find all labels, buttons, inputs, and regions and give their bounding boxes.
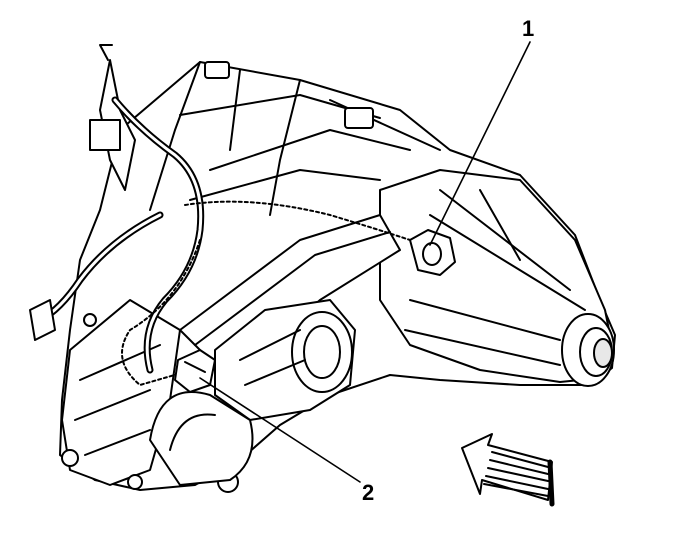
housing-rib bbox=[189, 169, 381, 201]
wire-to-sensor bbox=[184, 200, 411, 241]
bolt bbox=[83, 313, 97, 327]
output-shaft bbox=[593, 338, 613, 368]
bolt bbox=[61, 449, 79, 467]
lower-arch bbox=[149, 391, 254, 486]
front-case-rib bbox=[74, 389, 151, 421]
boss bbox=[344, 107, 374, 129]
view-direction-arrow bbox=[461, 433, 555, 507]
callout-label-2: 2 bbox=[362, 480, 375, 505]
bracket-block bbox=[89, 119, 121, 151]
wire-to-connector bbox=[121, 239, 201, 386]
leader-line-2 bbox=[199, 377, 361, 483]
cone-rib bbox=[409, 299, 561, 341]
motor-rib bbox=[244, 359, 306, 386]
housing-rib bbox=[229, 69, 241, 151]
band-line bbox=[194, 231, 391, 346]
bolt bbox=[127, 474, 143, 490]
cone-rib bbox=[439, 189, 571, 291]
motor-rib bbox=[239, 329, 301, 361]
cone-rib bbox=[429, 214, 586, 311]
housing-rib bbox=[269, 79, 301, 216]
leader-line-1 bbox=[429, 41, 531, 246]
lower-arch-inner bbox=[169, 413, 216, 451]
tape-wrap bbox=[29, 299, 56, 341]
cone-rib bbox=[404, 329, 561, 366]
front-case-rib bbox=[84, 429, 151, 456]
harness-conduit-core bbox=[113, 98, 203, 372]
callout-label-1: 1 bbox=[522, 16, 535, 41]
cone-rib bbox=[479, 189, 521, 261]
harness-conduit-core bbox=[38, 213, 162, 322]
sensor-connector-face bbox=[422, 242, 442, 266]
bracket-stem bbox=[99, 44, 113, 61]
housing-rib bbox=[149, 61, 201, 211]
motor-end bbox=[291, 311, 353, 393]
housing-rib bbox=[209, 129, 411, 171]
harness-connector-latch bbox=[184, 361, 206, 373]
boss bbox=[204, 61, 230, 79]
motor-end-inner bbox=[303, 325, 341, 379]
